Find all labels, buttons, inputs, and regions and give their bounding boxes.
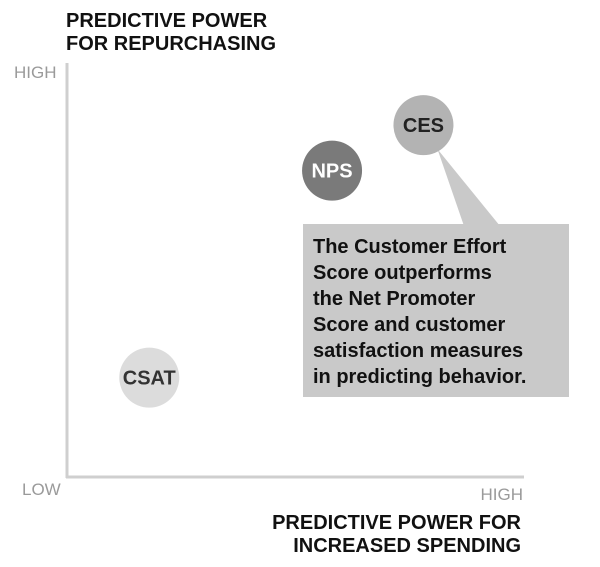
y-axis-title-line-1: PREDICTIVE POWER — [66, 10, 268, 32]
point-csat — [119, 347, 180, 408]
callout: The Customer Effort Score outperforms th… — [303, 149, 569, 397]
point-label-csat: CSAT — [123, 368, 176, 390]
point-label-nps: NPS — [311, 161, 352, 183]
callout-pointer — [437, 149, 500, 226]
point-label-ces: CES — [403, 115, 444, 137]
callout-line-4: Score and customer — [313, 314, 506, 336]
point-nps — [302, 140, 363, 201]
point-ces — [393, 95, 454, 156]
callout-box — [303, 224, 569, 397]
callout-line-3: the Net Promoter — [313, 288, 475, 310]
callout-line-5: satisfaction measures — [313, 340, 523, 362]
x-axis-title-line-2: INCREASED SPENDING — [293, 535, 521, 557]
callout-line-1: The Customer Effort — [313, 236, 507, 258]
x-axis-title-line-1: PREDICTIVE POWER FOR — [272, 512, 521, 534]
callout-line-6: in predicting behavior. — [313, 366, 526, 388]
x-tick-high: HIGH — [481, 485, 524, 504]
callout-line-2: Score outperforms — [313, 262, 492, 284]
x-tick-low: LOW — [22, 480, 61, 499]
data-points: CES NPS CSAT — [119, 95, 454, 408]
y-axis-title-line-2: FOR REPURCHASING — [66, 33, 276, 55]
y-tick-high: HIGH — [14, 63, 57, 82]
